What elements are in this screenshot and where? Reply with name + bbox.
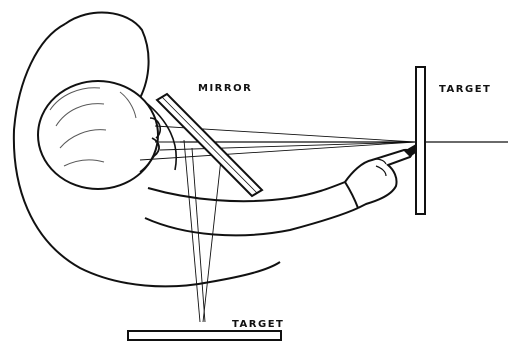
label-target-bottom: TARGET [232, 319, 284, 330]
target-bottom [128, 331, 281, 340]
mirror [157, 94, 262, 196]
finger-lines [372, 159, 386, 176]
label-mirror: MIRROR [198, 83, 252, 94]
head [38, 81, 158, 189]
sight-lines [140, 126, 415, 160]
target-right [416, 67, 425, 214]
label-target-right: TARGET [439, 84, 491, 95]
sleeve-cuff [345, 182, 358, 208]
